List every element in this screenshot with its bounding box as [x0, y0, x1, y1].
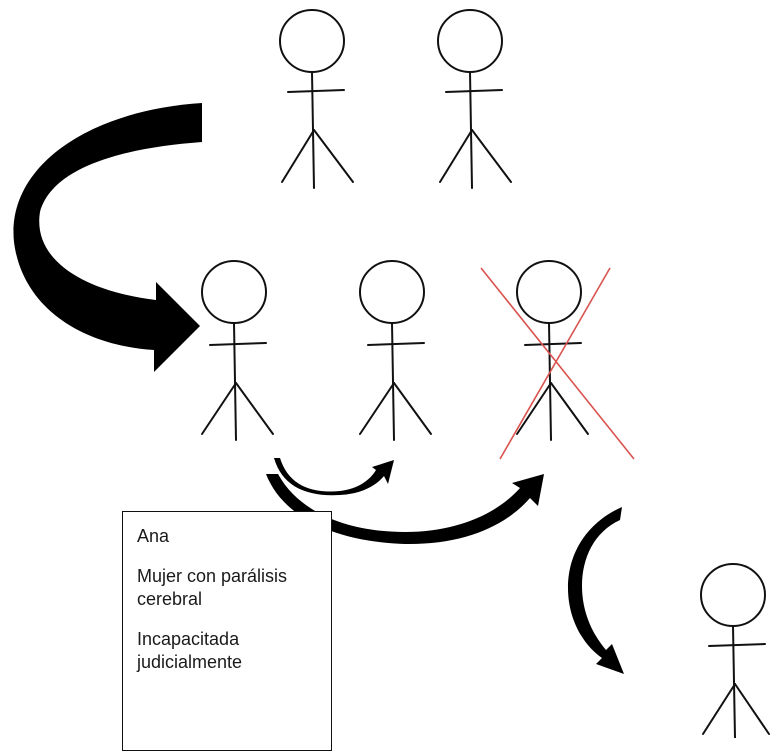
stick-figure-top-left [279, 9, 354, 189]
large-curved-arrow [13, 103, 203, 372]
stick-figure-middle-left [201, 260, 274, 441]
stick-figure-top-right [437, 9, 512, 189]
stick-figure-middle-right-deceased [516, 260, 589, 441]
info-card-name: Ana [137, 526, 170, 546]
small-curved-arrow [274, 458, 394, 496]
info-card-condition: Mujer con parálisis cerebral [137, 566, 288, 609]
info-card: Ana Mujer con parálisis cerebral Incapac… [122, 511, 332, 751]
stick-figure-middle-center [359, 260, 432, 441]
info-card-legal-status: Incapacitada judicialmente [137, 629, 243, 672]
crescent-arrow [568, 507, 624, 674]
deceased-cross-mark [480, 267, 635, 460]
long-curved-arrow [266, 474, 544, 545]
stick-figure-bottom-right [700, 563, 770, 738]
